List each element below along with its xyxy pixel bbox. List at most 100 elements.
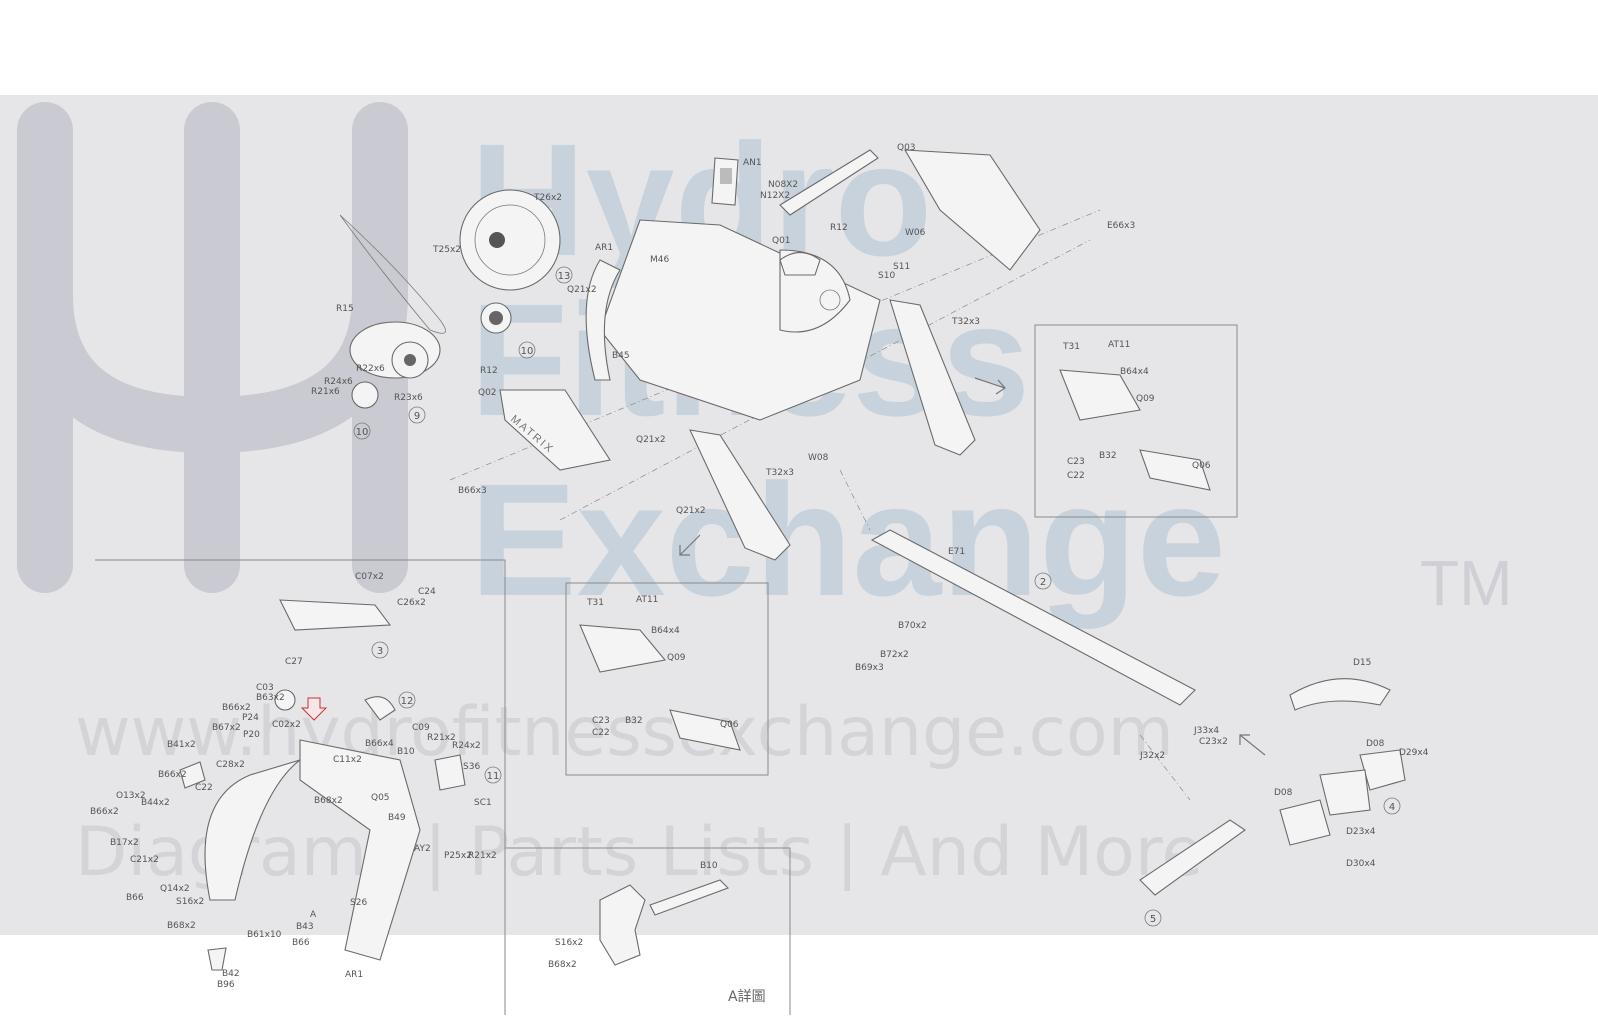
brand-line3: Exchange	[470, 450, 1226, 629]
svg-text:R23x6: R23x6	[394, 393, 423, 403]
svg-text:C22: C22	[195, 783, 213, 793]
svg-text:C22: C22	[592, 728, 610, 738]
svg-text:D15: D15	[1353, 658, 1371, 668]
svg-text:R22x6: R22x6	[356, 364, 385, 374]
svg-text:Q05: Q05	[371, 793, 390, 803]
svg-text:B17x2: B17x2	[110, 838, 139, 848]
svg-text:T32x3: T32x3	[951, 317, 980, 327]
svg-text:R12: R12	[480, 366, 498, 376]
right-pedal-arm	[889, 299, 976, 456]
svg-text:C24: C24	[418, 587, 436, 597]
svg-text:B49: B49	[388, 813, 406, 823]
console-display	[711, 157, 739, 206]
svg-text:AT11: AT11	[636, 595, 658, 605]
svg-text:Q21x2: Q21x2	[636, 435, 666, 445]
svg-text:P24: P24	[242, 713, 259, 723]
drive-belt	[339, 214, 447, 334]
subassembly-frame-outline	[95, 559, 506, 1015]
front-stabilizer	[1139, 819, 1246, 896]
svg-text:P20: P20	[243, 730, 260, 740]
svg-text:SC1: SC1	[474, 798, 492, 808]
svg-text:Q21x2: Q21x2	[567, 285, 597, 295]
svg-text:B41x2: B41x2	[167, 740, 196, 750]
svg-text:B43: B43	[296, 922, 314, 932]
svg-text:S36: S36	[463, 762, 480, 772]
svg-text:C22: C22	[1067, 471, 1085, 481]
svg-text:B70x2: B70x2	[898, 621, 927, 631]
svg-text:D08: D08	[1274, 788, 1293, 798]
seat-rail	[870, 529, 1196, 706]
detail-a-caption: A詳圖	[728, 989, 766, 1005]
svg-text:10: 10	[356, 427, 369, 438]
svg-text:S16x2: S16x2	[176, 897, 204, 907]
svg-text:AN1: AN1	[743, 158, 762, 168]
svg-text:13: 13	[558, 271, 571, 282]
main-frame	[585, 219, 881, 421]
svg-text:C27: C27	[285, 657, 303, 667]
svg-text:AT11: AT11	[1108, 340, 1130, 350]
svg-text:C09: C09	[412, 723, 430, 733]
svg-text:R24x2: R24x2	[452, 741, 481, 751]
svg-text:B66: B66	[292, 938, 310, 948]
svg-text:Q01: Q01	[772, 236, 791, 246]
svg-text:B10: B10	[700, 861, 718, 871]
svg-text:E66x3: E66x3	[1107, 221, 1135, 231]
direction-arrow-2	[679, 534, 701, 556]
svg-text:C28x2: C28x2	[216, 760, 245, 770]
left-shroud-cover: MATRIX	[499, 389, 611, 471]
svg-text:J32x2: J32x2	[1139, 751, 1165, 761]
svg-text:AR1: AR1	[595, 243, 613, 253]
svg-text:B66x4: B66x4	[365, 739, 394, 749]
svg-text:B32: B32	[1099, 451, 1117, 461]
svg-text:B67x2: B67x2	[212, 723, 241, 733]
svg-text:10: 10	[521, 346, 534, 357]
svg-text:9: 9	[414, 411, 420, 422]
svg-text:B10: B10	[397, 747, 415, 757]
svg-text:B66: B66	[126, 893, 144, 903]
svg-text:D08: D08	[1366, 739, 1385, 749]
svg-text:C07x2: C07x2	[355, 572, 384, 582]
svg-text:M46: M46	[650, 255, 669, 265]
handle-bar	[779, 149, 879, 216]
svg-text:B61x10: B61x10	[247, 930, 282, 940]
svg-text:B66x2: B66x2	[90, 807, 119, 817]
svg-text:2: 2	[1040, 577, 1046, 588]
svg-text:Q14x2: Q14x2	[160, 884, 190, 894]
svg-text:R21x2: R21x2	[468, 851, 497, 861]
svg-text:B66x2: B66x2	[158, 770, 187, 780]
part-labels: AN1 N08X2 N12X2 R12 Q03 E66x3 T26x2 T25x…	[90, 143, 1429, 990]
svg-text:T31: T31	[1062, 342, 1080, 352]
svg-text:Q06: Q06	[1192, 461, 1211, 471]
svg-text:B64x4: B64x4	[651, 626, 680, 636]
detail-right-pedal	[1059, 369, 1141, 421]
svg-text:C23x2: C23x2	[1199, 737, 1228, 747]
svg-text:C11x2: C11x2	[333, 755, 362, 765]
svg-text:5: 5	[1150, 914, 1156, 925]
svg-text:D30x4: D30x4	[1346, 859, 1376, 869]
direction-arrow-3	[1239, 734, 1266, 756]
svg-text:C23: C23	[1067, 457, 1085, 467]
svg-text:T25x2: T25x2	[432, 245, 461, 255]
svg-text:S11: S11	[893, 262, 910, 272]
svg-text:B32: B32	[625, 716, 643, 726]
svg-text:D29x4: D29x4	[1399, 748, 1429, 758]
svg-text:B69x3: B69x3	[855, 663, 884, 673]
seat-assembly	[1279, 678, 1406, 846]
svg-text:S26: S26	[350, 898, 367, 908]
svg-text:R24x6: R24x6	[324, 377, 353, 387]
flywheel-disc	[459, 189, 561, 291]
detail-a-bracket	[599, 879, 729, 966]
svg-text:T31: T31	[586, 598, 604, 608]
svg-text:Q03: Q03	[897, 143, 916, 153]
svg-text:B63x2: B63x2	[256, 693, 285, 703]
svg-text:B66x3: B66x3	[458, 486, 487, 496]
svg-text:Q06: Q06	[720, 720, 739, 730]
svg-text:S10: S10	[878, 271, 895, 281]
svg-text:R21x6: R21x6	[311, 387, 340, 397]
svg-text:N12X2: N12X2	[760, 191, 790, 201]
svg-text:Q02: Q02	[478, 388, 497, 398]
detail-a-frame-outline	[505, 847, 791, 1015]
svg-text:B64x4: B64x4	[1120, 367, 1149, 377]
svg-text:C21x2: C21x2	[130, 855, 159, 865]
callout-bubbles: 13 10 9 10 2 3 12 11 4 5	[353, 266, 1401, 927]
